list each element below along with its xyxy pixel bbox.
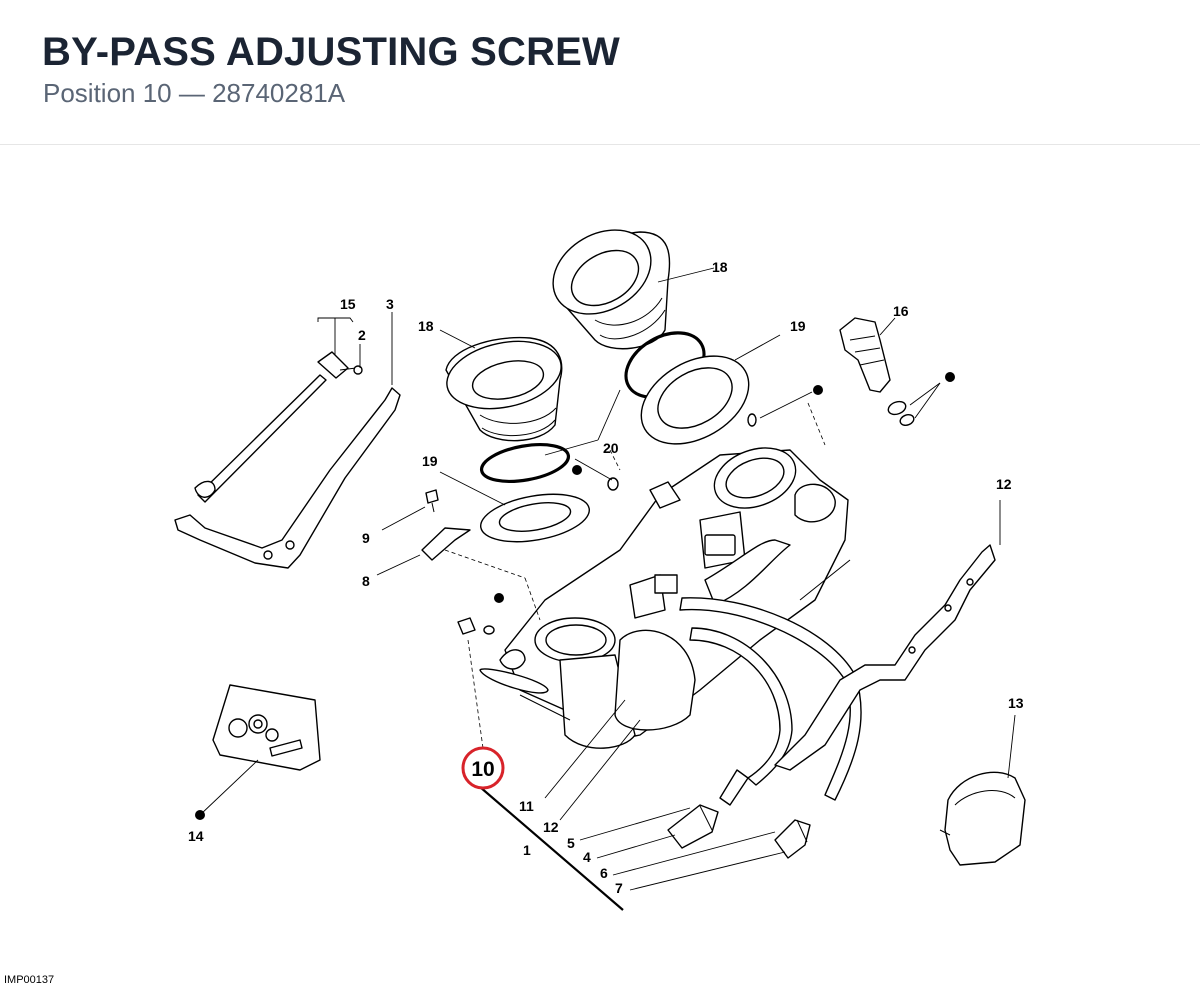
reference-dots [195, 372, 955, 820]
callout-16: 15 [340, 296, 356, 312]
callout-5: 5 [567, 835, 575, 851]
callout-15: 14 [188, 828, 204, 844]
callout-6: 6 [600, 865, 608, 881]
callout-8: 8 [362, 573, 370, 589]
small-parts [421, 413, 757, 635]
callout-20: 20 [603, 440, 619, 456]
callout-18-right: 18 [712, 259, 728, 275]
bracket-and-linkage [174, 351, 401, 569]
highlight-ring [461, 746, 505, 790]
bracket-right [774, 544, 996, 771]
gaskets [480, 355, 750, 543]
callout-19-left: 19 [422, 453, 438, 469]
drawing-code: IMP00137 [4, 974, 55, 986]
callout-13: 12 [996, 476, 1012, 492]
callout-labels: 15 3 2 18 18 19 16 20 19 12 9 8 13 14 11… [188, 259, 1024, 896]
fuel-injector [839, 317, 915, 426]
callout-3: 3 [386, 296, 394, 312]
hoses [679, 539, 862, 806]
page-header: BY-PASS ADJUSTING SCREW Position 10 — 28… [0, 0, 1200, 145]
hose-clamps [667, 804, 811, 859]
leader-lines [199, 267, 1016, 911]
throttle-body-assembly [479, 447, 851, 749]
callout-11: 11 [519, 798, 534, 814]
callout-14: 13 [1008, 695, 1024, 711]
highlight-label: 10 [471, 758, 494, 781]
control-unit [212, 684, 321, 771]
callout-17: 16 [893, 303, 909, 319]
page-title: BY-PASS ADJUSTING SCREW [42, 30, 620, 74]
sensor-cover [939, 771, 1026, 866]
highlighted-callout-10[interactable]: 10 [461, 746, 505, 790]
callout-12: 12 [543, 819, 559, 835]
callout-18-left: 18 [418, 318, 434, 334]
callout-2: 2 [358, 327, 366, 343]
intake-funnel-lower [445, 336, 563, 442]
callout-4: 4 [583, 849, 591, 865]
callout-7: 7 [615, 880, 623, 896]
callout-19-right: 19 [790, 318, 806, 334]
intake-funnel-upper [552, 229, 671, 350]
part-position-subtitle: Position 10 — 28740281A [43, 78, 346, 108]
callout-1: 1 [523, 842, 531, 858]
callout-9: 9 [362, 530, 370, 546]
